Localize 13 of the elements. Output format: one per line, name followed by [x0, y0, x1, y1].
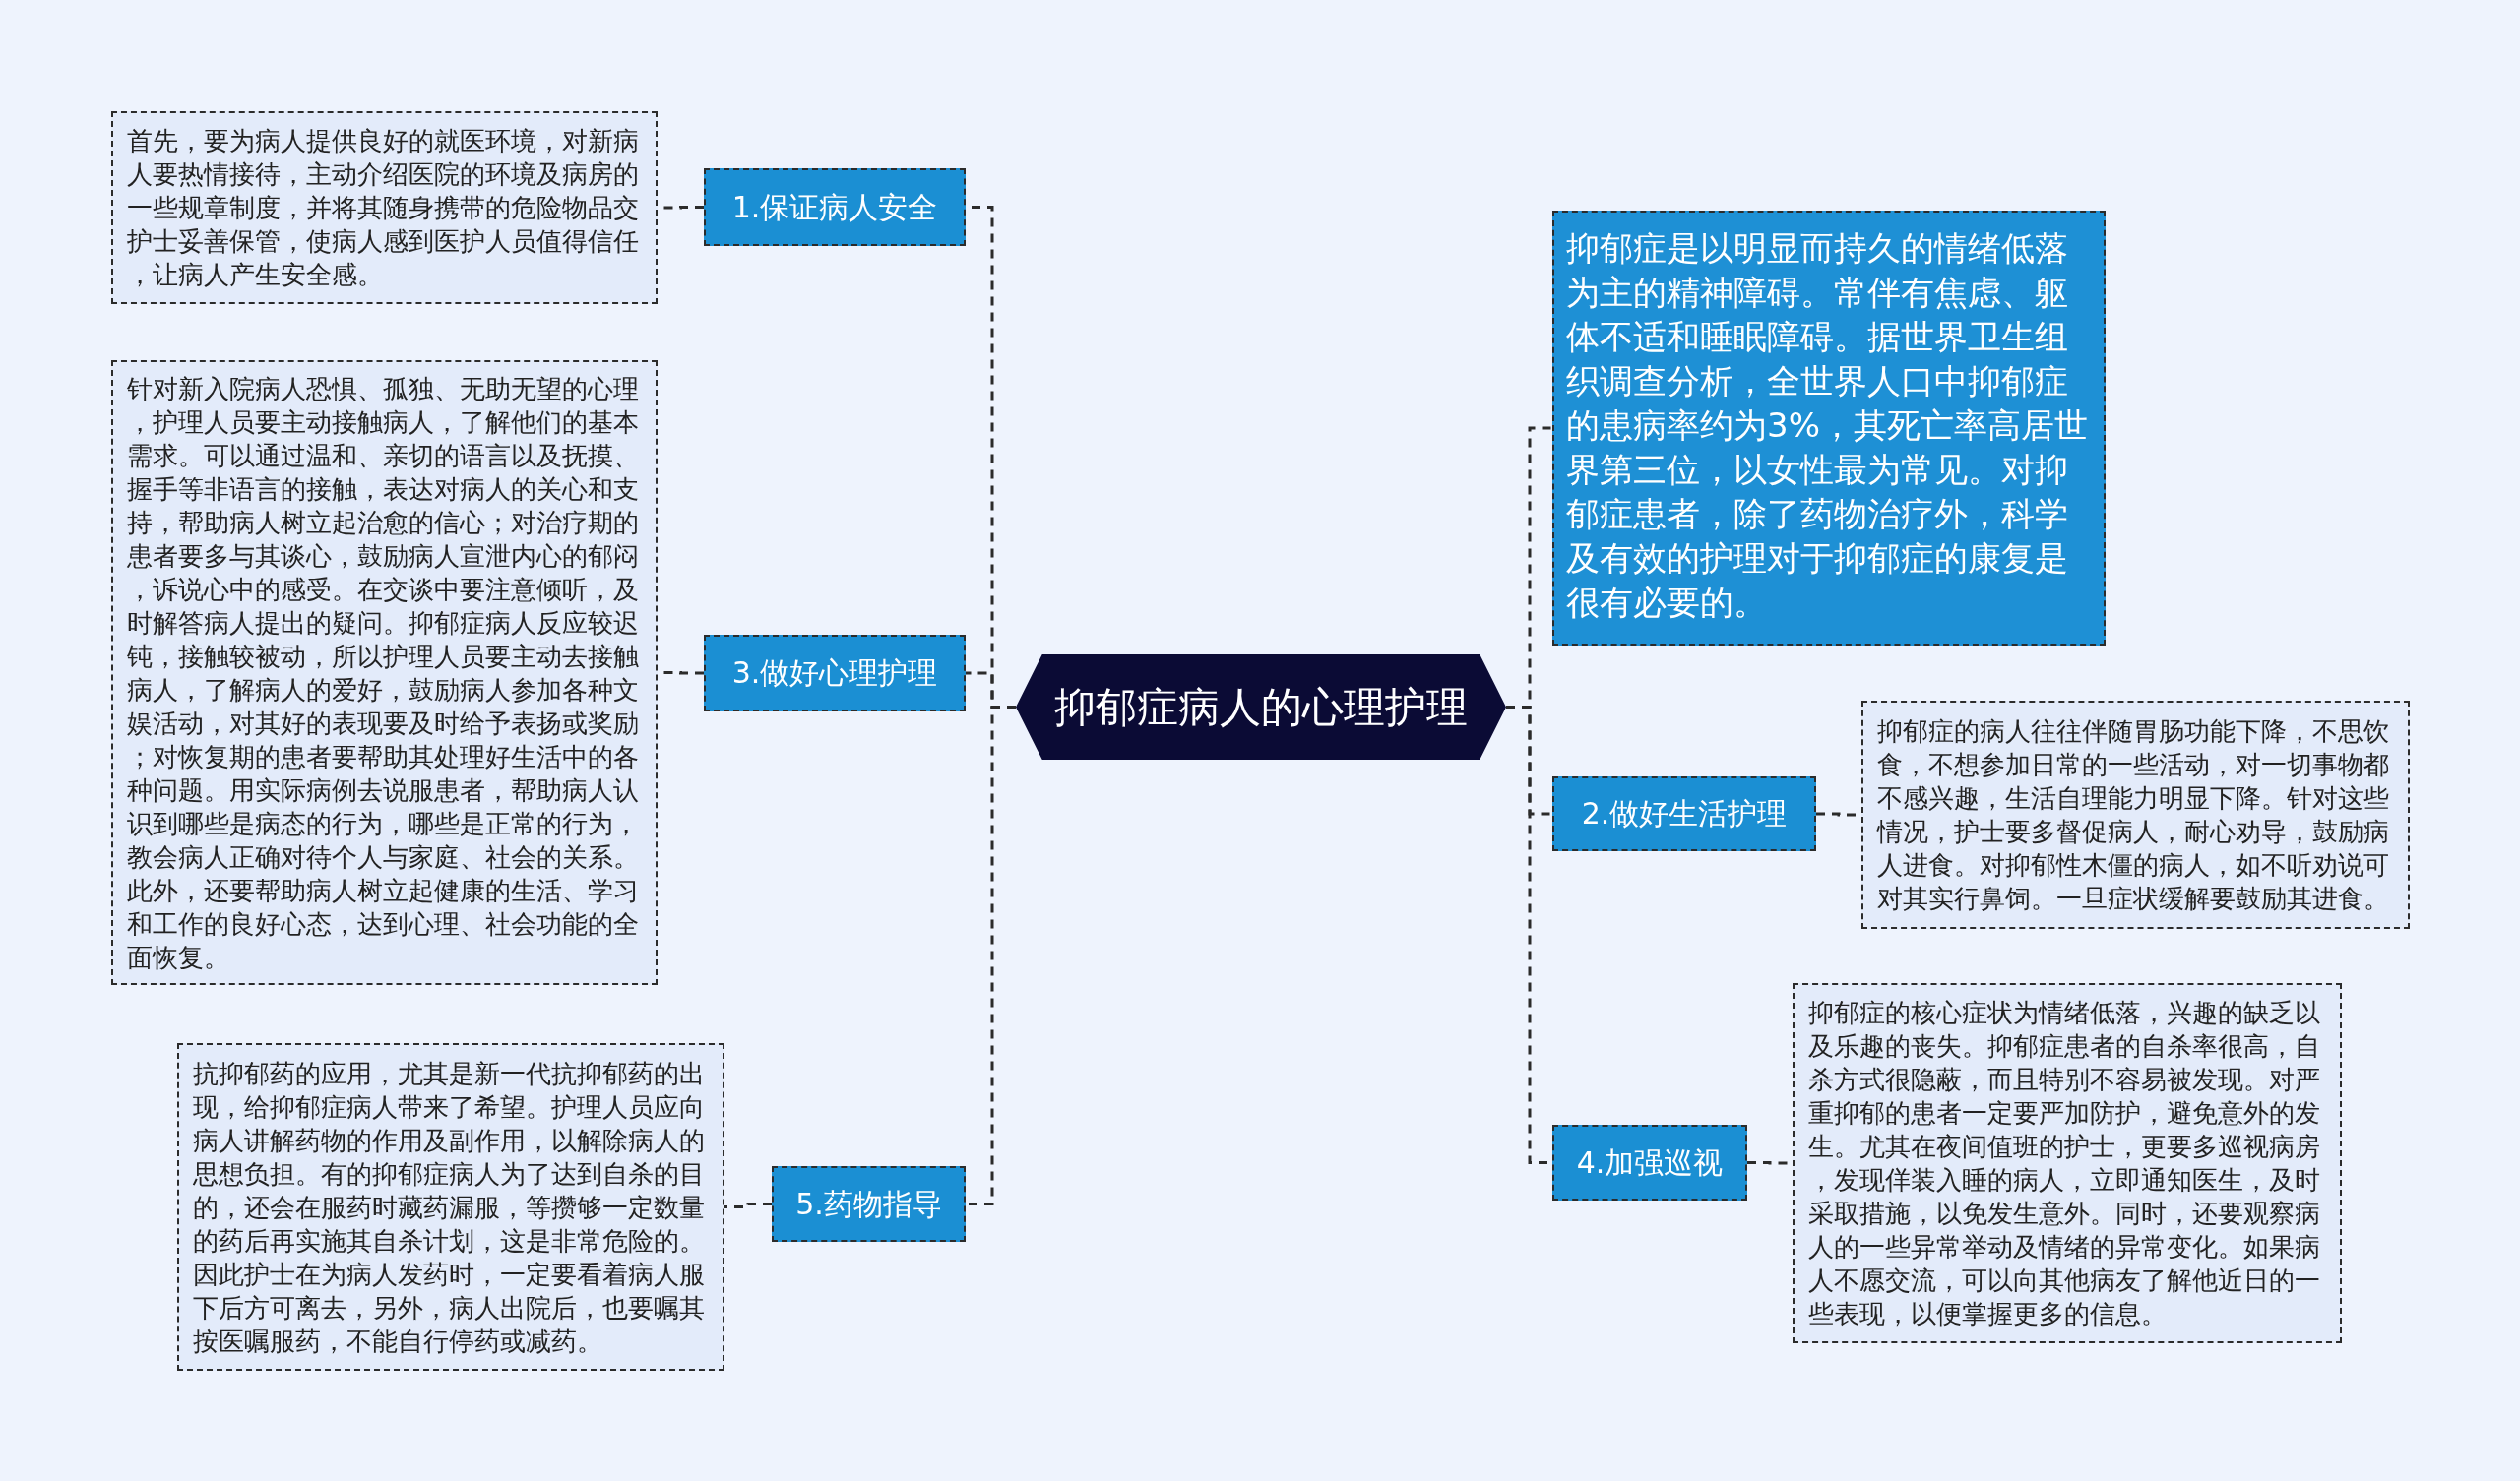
topic-box: 5.药物指导 — [772, 1166, 966, 1242]
note-box: 抑郁症的核心症状为情绪低落，兴趣的缺乏以及乐趣的丧失。抑郁症患者的自杀率很高，自杀方式很隐蔽，而且特别不容易被发现。对严重抑郁的患者一定要严加防护，避免意外的发生。尤其在夜间值班的护士，更要多巡视病房，发现佯装入睡的病人，立即通知医生，及时采取措施，以免发生意外。同时，还要观察病人的一些异常举动及情绪的异常变化。如果病人不愿交流，可以向其他病友了解他近日的一些表现，以便掌握更多的信息。 — [1793, 983, 2342, 1343]
topic-box: 3.做好心理护理 — [704, 635, 966, 711]
connector-line — [724, 1203, 772, 1208]
description-box: 抑郁症是以明显而持久的情绪低落为主的精神障碍。常伴有焦虑、躯体不适和睡眠障碍。据世界卫生组织调查分析，全世界人口中抑郁症的患病率约为3%，其死亡率高居世界第三位，以女性最为常见。对抑郁症患者，除了药物治疗外，科学及有效的护理对于抑郁症的康复是很有必要的。 — [1552, 211, 2106, 646]
note-box: 首先，要为病人提供良好的就医环境，对新病人要热情接待，主动介绍医院的环境及病房的一些规章制度，并将其随身携带的危险物品交护士妥善保管，使病人感到医护人员值得信任，让病人产生安全感。 — [111, 111, 658, 304]
topic-box: 2.做好生活护理 — [1552, 776, 1816, 851]
note-box: 抑郁症的病人往往伴随胃肠功能下降，不思饮食，不想参加日常的一些活动，对一切事物都不感兴趣，生活自理能力明显下降。针对这些情况，护士要多督促病人，耐心劝导，鼓励病人进食。对抑郁性木僵的病人，如不听劝说可对其实行鼻饲。一旦症状缓解要鼓励其进食。 — [1861, 701, 2410, 929]
note-box: 针对新入院病人恐惧、孤独、无助无望的心理，护理人员要主动接触病人，了解他们的基本需求。可以通过温和、亲切的语言以及抚摸、握手等非语言的接触，表达对病人的关心和支持，帮助病人树立起治愈的信心；对治疗期的患者要多与其谈心，鼓励病人宣泄内心的郁闷，诉说心中的感受。在交谈中要注意倾听，及时解答病人提出的疑问。抑郁症病人反应较迟钝，接触较被动，所以护理人员要主动去接触病人，了解病人的爱好，鼓励病人参加各种文娱活动，对其好的表现要及时给予表扬或奖励；对恢复期的患者要帮助其处理好生活中的各种问题。用实际病例去说服患者，帮助病人认识到哪些是病态的行为，哪些是正常的行为，教会病人正确对待个人与家庭、社会的关系。此外，还要帮助病人树立起健康的生活、学习和工作的良好心态，达到心理、社会功能的全面恢复。 — [111, 360, 658, 985]
central-topic: 抑郁症病人的心理护理 — [1016, 654, 1506, 760]
topic-box: 4.加强巡视 — [1552, 1125, 1747, 1201]
topic-box: 1.保证病人安全 — [704, 168, 966, 246]
note-box: 抗抑郁药的应用，尤其是新一代抗抑郁药的出现，给抑郁症病人带来了希望。护理人员应向病人讲解药物的作用及副作用，以解除病人的思想负担。有的抑郁症病人为了达到自杀的目的，还会在服药时藏药漏服，等攒够一定数量的药后再实施其自杀计划，这是非常危险的。因此护士在为病人发药时，一定要看着病人服下后方可离去，另外，病人出院后，也要嘱其按医嘱服药，不能自行停药或减药。 — [177, 1043, 724, 1371]
